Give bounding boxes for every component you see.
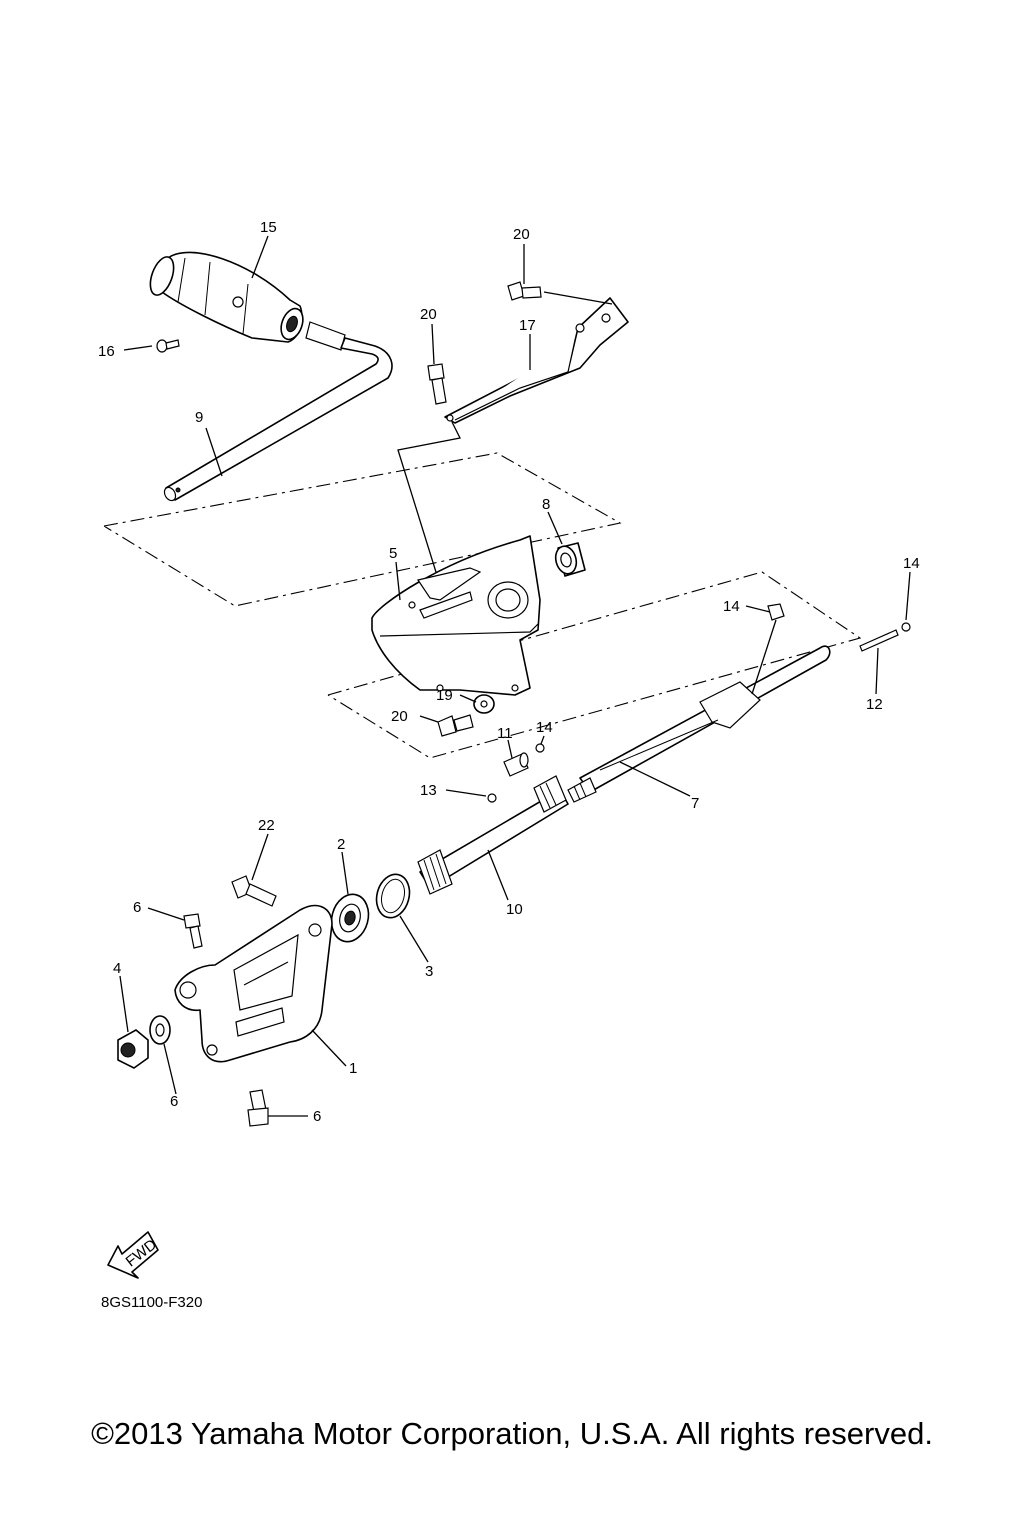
bracket-alignment-line	[397, 421, 461, 586]
bearing-2[interactable]	[326, 890, 373, 946]
washer-15[interactable]	[535, 743, 545, 753]
upper-bracket[interactable]	[444, 297, 629, 424]
callout-1: 1	[349, 1060, 357, 1077]
copyright-notice: ©2013 Yamaha Motor Corporation, U.S.A. A…	[91, 1416, 933, 1451]
bolt-22[interactable]	[231, 875, 277, 907]
callout-15: 14	[536, 719, 553, 736]
grip-knob[interactable]	[146, 251, 307, 343]
callout-22: 22	[258, 817, 275, 834]
callout-12: 11	[497, 725, 513, 742]
bolt-20-top[interactable]	[507, 281, 542, 301]
callout-19: 17	[519, 317, 536, 334]
shift-shaft[interactable]	[567, 645, 831, 803]
guide-plate[interactable]	[371, 535, 541, 696]
assembly-plane-lower	[327, 571, 862, 759]
assembly-plane-upper	[103, 452, 622, 607]
bolt-6-upper[interactable]	[183, 913, 203, 949]
nut-4[interactable]	[117, 1029, 149, 1069]
callout-11: 10	[506, 901, 523, 918]
callout-8: 7	[691, 795, 699, 812]
bolt-20-low[interactable]	[437, 714, 474, 737]
shift-lever-rod[interactable]	[162, 321, 393, 503]
washer-7[interactable]	[149, 1015, 171, 1045]
callout-14-left: 13	[420, 782, 437, 799]
nut-16[interactable]	[767, 603, 785, 621]
callout-21: 19	[436, 687, 453, 704]
callout-13: 12	[866, 696, 883, 713]
callout-18: 16	[98, 343, 115, 360]
callout-7: 6	[170, 1093, 178, 1110]
callout-14-right: 14	[903, 555, 920, 572]
callout-3: 3	[425, 963, 433, 980]
leader-lines	[119, 235, 911, 1117]
callout-20-top: 20	[513, 226, 530, 243]
callouts: 15 16 9 20 17 20 8 5 14 14 12 19 20 11 1…	[98, 219, 920, 1125]
clip-14-right[interactable]	[901, 622, 911, 632]
bolt-20-mid[interactable]	[427, 363, 447, 405]
washer-21[interactable]	[473, 694, 495, 714]
pin-13[interactable]	[859, 629, 899, 652]
collar-9[interactable]	[553, 542, 586, 577]
clip-14-left[interactable]	[487, 793, 497, 803]
callout-20-mid: 20	[420, 306, 437, 323]
circlip-3[interactable]	[372, 871, 414, 922]
callout-20-low: 20	[391, 708, 408, 725]
screw-18[interactable]	[156, 339, 180, 353]
callout-4: 4	[113, 960, 121, 977]
callout-6-lower: 6	[313, 1108, 321, 1125]
callout-16: 14	[723, 598, 740, 615]
callout-2: 2	[337, 836, 345, 853]
fwd-arrow-icon: FWD	[107, 1231, 160, 1279]
spring-shaft[interactable]	[417, 775, 569, 895]
callout-9: 8	[542, 496, 550, 513]
collar-12[interactable]	[503, 752, 529, 777]
callout-10: 9	[195, 409, 203, 426]
callout-17: 15	[260, 219, 277, 236]
main-bracket[interactable]	[174, 904, 333, 1063]
callout-5: 5	[389, 545, 397, 562]
bolt-6-lower[interactable]	[247, 1089, 269, 1127]
diagram-code: 8GS1100-F320	[101, 1294, 203, 1311]
callout-6-upper: 6	[133, 899, 141, 916]
